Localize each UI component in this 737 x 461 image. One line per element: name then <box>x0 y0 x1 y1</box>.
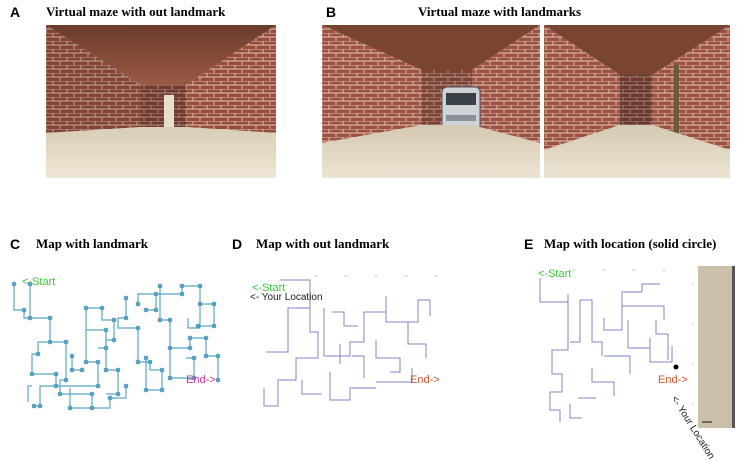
map-without-landmark: <-Start <- Your Location End-> <box>240 272 455 422</box>
start-label: <-Start <box>22 276 56 288</box>
maze-map-d <box>263 275 438 407</box>
panel-d-letter: D <box>232 236 243 252</box>
corridor-view <box>46 25 276 178</box>
map-with-location: <-Start End-> <- Your Location <box>532 264 737 461</box>
panel-a-title: Virtual maze with out landmark <box>46 4 226 19</box>
your-location-label: <- Your Location <box>250 292 323 303</box>
panel-d-title: Map with out landmark <box>256 236 390 251</box>
maze-map-c <box>11 281 221 411</box>
panel-c-letter: C <box>10 236 21 252</box>
panel-b-title: Virtual maze with landmarks <box>418 4 582 19</box>
end-label-e: End-> <box>658 374 688 386</box>
end-label: End-> <box>186 374 216 386</box>
end-label-d: End-> <box>410 374 440 386</box>
maze-map-e <box>539 266 735 428</box>
start-label-e: <-Start <box>538 268 572 280</box>
start-label-d: <-Start <box>252 282 286 294</box>
maze-scene-with-landmarks <box>322 25 730 178</box>
panel-c-title: Map with landmark <box>36 236 148 251</box>
panel-b-letter: B <box>326 4 337 20</box>
map-with-landmark: <-Start End-> <box>10 270 225 430</box>
corridor-view-landmarks <box>322 25 730 178</box>
solid-circle-icon <box>673 364 679 370</box>
maze-scene-no-landmark <box>46 25 276 178</box>
panel-e-title: Map with location (solid circle) <box>544 236 717 251</box>
pole-icon <box>674 65 679 151</box>
panel-e-letter: E <box>524 236 534 252</box>
panel-a-letter: A <box>10 4 21 20</box>
